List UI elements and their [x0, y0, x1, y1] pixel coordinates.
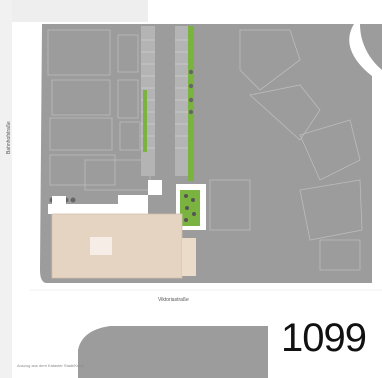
sheet-margin — [0, 0, 148, 22]
city-block-south — [78, 326, 268, 378]
planted-trees — [184, 194, 196, 222]
street-label-bahnhofstrasse: Bahnhofstraße — [6, 121, 12, 154]
courtyard-small — [52, 196, 66, 210]
city-block-corner — [360, 24, 382, 70]
courtyard — [48, 180, 162, 214]
street-label-viktoriastrasse: Viktoriastraße — [158, 297, 189, 303]
green-strip-left — [143, 90, 147, 152]
beige-building-inner — [90, 237, 112, 255]
beige-building — [51, 213, 183, 279]
green-strip-right — [188, 26, 194, 181]
sheet-number: 1099 — [281, 316, 367, 360]
parking-strip-2 — [175, 26, 189, 176]
building-outlines — [47, 29, 363, 271]
map-credit: Auszug aus dem Kataster Stadt/Kreis — [17, 363, 84, 368]
planted-square — [180, 190, 200, 226]
beige-annex — [182, 238, 196, 276]
sheet-margin-left — [0, 0, 12, 378]
